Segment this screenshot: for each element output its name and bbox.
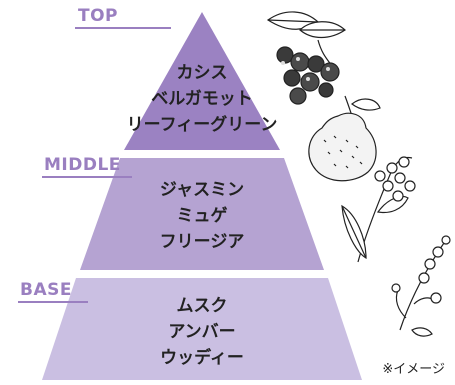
top-note-item: ベルガモット bbox=[151, 89, 253, 109]
base-note-item: ムスク bbox=[176, 296, 228, 316]
image-caption: ※イメージ bbox=[382, 362, 445, 377]
top-tier-shape bbox=[124, 12, 280, 150]
base-tier-label: BASE bbox=[20, 280, 72, 300]
middle-note-item: ミュゲ bbox=[176, 206, 228, 226]
top-tier-underline bbox=[75, 27, 171, 29]
middle-tier-shape bbox=[80, 158, 324, 270]
base-notes: ムスク アンバー ウッディー bbox=[112, 293, 292, 371]
blackcurrant-icon bbox=[266, 11, 346, 105]
base-note-item: ウッディー bbox=[160, 348, 244, 368]
top-note-item: リーフィーグリーン bbox=[126, 115, 278, 135]
bergamot-icon bbox=[308, 95, 381, 182]
lily-of-the-valley-icon bbox=[341, 156, 416, 263]
middle-note-item: ジャスミン bbox=[159, 180, 245, 200]
base-tier-underline bbox=[18, 301, 88, 303]
middle-tier-label: MIDDLE bbox=[44, 155, 121, 175]
top-notes: カシス ベルガモット リーフィーグリーン bbox=[112, 60, 292, 138]
base-note-item: アンバー bbox=[168, 322, 236, 342]
base-tier-shape bbox=[42, 278, 362, 380]
top-note-item: カシス bbox=[176, 63, 228, 83]
middle-note-item: フリージア bbox=[159, 232, 245, 252]
top-tier-label: TOP bbox=[78, 6, 119, 26]
freesia-icon bbox=[391, 235, 451, 337]
middle-tier-underline bbox=[42, 176, 132, 178]
middle-notes: ジャスミン ミュゲ フリージア bbox=[112, 177, 292, 255]
